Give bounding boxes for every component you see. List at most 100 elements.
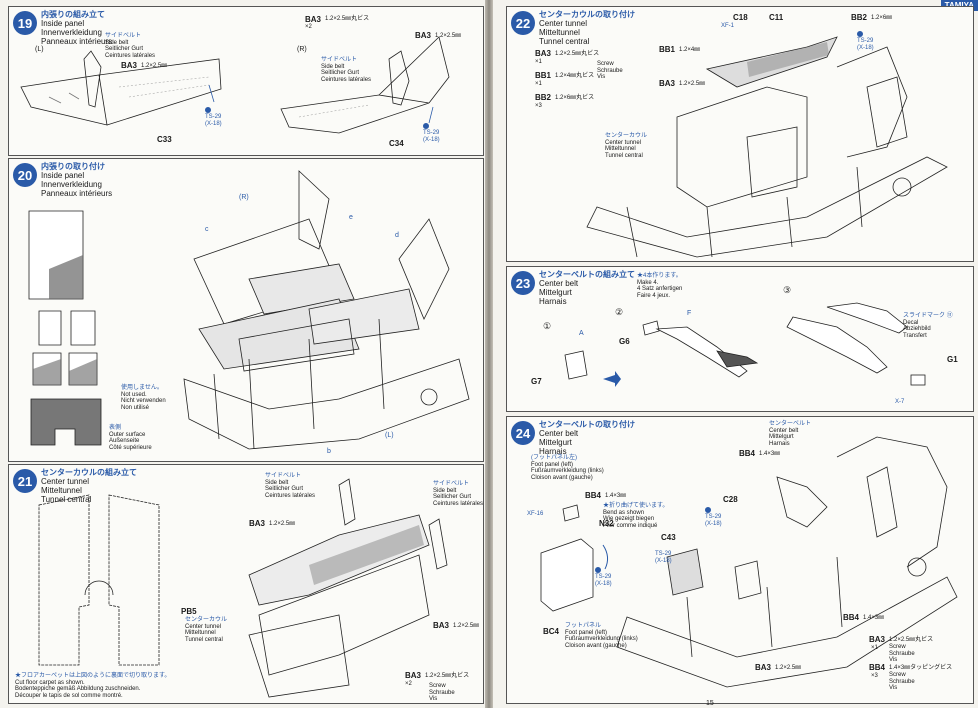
bb1-side: BB1	[659, 45, 676, 54]
part-bc4: BC4	[543, 627, 560, 636]
header-part: BA3	[305, 15, 322, 24]
side-belt-label-left: サイドベルト Side belt Seitlicher Gurt Ceintur…	[105, 33, 156, 59]
step-title: センターカウルの取り付け Center tunnel Mitteltunnel …	[539, 10, 635, 46]
paint-ts29: TS-29 (X-18)	[857, 31, 874, 51]
ba3-bottom-qty: ×2	[405, 681, 412, 687]
bb4-a: BB4	[585, 491, 602, 500]
paint-xf16: XF-16	[527, 511, 544, 517]
header-qty: ×2	[305, 24, 312, 30]
part-g1: G1	[947, 355, 958, 364]
bb4-a-size: 1.4×3㎜	[605, 493, 627, 499]
paint-dot-icon	[705, 507, 711, 513]
paint-ts29-b: TS-29 (X-18)	[655, 551, 672, 564]
ba3-left: BA3	[121, 61, 138, 70]
bb2-top: BB2	[851, 13, 868, 22]
paint-ts29-right: TS-29 (X-18)	[423, 123, 440, 143]
paint-dot-icon	[595, 567, 601, 573]
floor-carpet-note: ★フロアカーペットは上図のように裏面で切り取ります。 Cut floor car…	[15, 673, 171, 699]
step-title: センターベルトの取り付け Center belt Mittelgurt Harn…	[539, 420, 635, 456]
step-19-drawing	[20, 36, 450, 134]
step-23-drawing	[564, 302, 926, 387]
center-tunnel-label: センターカウル Center tunnel Mitteltunnel Tunne…	[605, 133, 648, 159]
side-belt-label-right: サイドベルト Side belt Seitlicher Gurt Ceintur…	[321, 57, 372, 83]
legend-row: BB4 1.4×3㎜タッピングビス ×3 Screw Schraube Vis	[869, 663, 953, 692]
not-used-note: 使用しません。 Not used. Nicht verwenden Non ut…	[121, 385, 166, 411]
paint-dot-icon	[857, 31, 863, 37]
step-22-panel: 22 センターカウルの取り付け Center tunnel Mitteltunn…	[506, 6, 974, 262]
header-size: 1.2×2.5㎜丸ビス	[325, 16, 370, 22]
step-number: 24	[511, 421, 535, 445]
ba3-top-size: 1.2×2.5㎜	[269, 521, 296, 527]
ba3-right: BA3	[415, 31, 432, 40]
step-24-drawing	[540, 436, 958, 688]
step-20-panel: 20 内張りの取り付け Inside panel Innenverkleidun…	[8, 158, 484, 462]
page-number: 15	[706, 700, 714, 707]
ba3-left-size: 1.2×2.5㎜	[141, 63, 168, 69]
part-f: F	[687, 310, 692, 317]
page-gutter	[485, 0, 493, 708]
step-21-drawing	[38, 478, 448, 698]
part-g7: G7	[531, 377, 542, 386]
step-22-drawing	[586, 36, 948, 258]
step-number: 19	[13, 11, 37, 35]
part-c11: C11	[769, 13, 784, 22]
left-label: (L)	[35, 46, 44, 53]
center-belt-label: センターベルト Center belt Mittelgurt Harnais	[769, 421, 812, 447]
step-23-panel: 23 センターベルトの組み立て Center belt Mittelgurt H…	[506, 266, 974, 412]
ba3-bottom-size: 1.2×2.5㎜丸ビス	[425, 673, 470, 679]
step-number: 22	[511, 11, 535, 35]
bb4-top-size: 1.4×3㎜	[759, 451, 781, 457]
step-title: 内張りの取り付け Inside panel Innenverkleidung P…	[41, 162, 113, 198]
part-c33: C33	[157, 135, 172, 144]
brand-logo: TAMIYA	[940, 0, 978, 11]
label-b: b	[327, 448, 331, 455]
label-d: d	[395, 232, 399, 239]
bb4-top: BB4	[739, 449, 756, 458]
c18-paint: XF-1	[721, 23, 735, 29]
center-tunnel-label: センターカウル Center tunnel Mitteltunnel Tunne…	[185, 617, 228, 643]
ba3-side: BA3	[659, 79, 676, 88]
bb4-right: BB4	[843, 613, 860, 622]
part-pb5: PB5	[181, 607, 197, 616]
part-c28: C28	[723, 495, 738, 504]
decal-label: スライドマーク ⑪ Decal Abziehbild Transfert	[903, 313, 953, 339]
step-number: 21	[13, 469, 37, 493]
paint-ts29-c: TS-29 (X-18)	[595, 567, 612, 587]
screw-label: Screw Schraube Vis	[597, 61, 623, 81]
step-title: センターカウルの組み立て Center tunnel Mitteltunnel …	[41, 468, 137, 504]
ba3-top: BA3	[249, 519, 266, 528]
side-belt-label: サイドベルト Side belt Seitlicher Gurt Ceintur…	[265, 473, 316, 499]
paint-ts29-left: TS-29 (X-18)	[205, 107, 222, 127]
ba3-side-size: 1.2×2.5㎜	[679, 81, 706, 87]
ba3-right-size: 1.2×2.5㎜	[453, 623, 480, 629]
ba3-right: BA3	[433, 621, 450, 630]
make-four-note: ★4本作ります。 Make 4. 4 Satz anfertigen Faire…	[637, 273, 683, 299]
part-g6: G6	[619, 337, 630, 346]
screw-legend: BA3 1.2×2.5㎜丸ビス ×1 Screw Schraube Vis BB…	[869, 635, 969, 701]
label-r: (R)	[239, 194, 249, 201]
foot-panel-label: フットパネル Foot panel (left) Fußraumverkleid…	[565, 623, 638, 649]
outer-surface-note: 表側 Outer surface Außenseite Côté supérie…	[109, 425, 152, 451]
sub-step-3: ③	[783, 285, 792, 295]
side-belt-label-right: サイドベルト Side belt Seitlicher Gurt Ceintur…	[433, 481, 484, 507]
sub-step-1: ①	[543, 321, 552, 331]
decal-x7: X-7	[895, 399, 905, 405]
part-c34: C34	[389, 139, 404, 148]
ba3-bottom: BA3	[405, 671, 422, 680]
part-c43: C43	[661, 533, 676, 542]
step-24-panel: 24 センターベルトの取り付け Center belt Mittelgurt H…	[506, 416, 974, 704]
step-number: 23	[511, 271, 535, 295]
paint-dot-icon	[205, 107, 211, 113]
part-c18: C18	[733, 13, 748, 22]
label-c: c	[205, 226, 209, 233]
label-e: e	[349, 214, 353, 221]
step-19-panel: 19 内張りの組み立て Inside panel Innenverkleidun…	[8, 6, 484, 156]
part-n32: N32	[599, 519, 614, 528]
step-20-drawing	[28, 170, 470, 450]
step-title: センターベルトの組み立て Center belt Mittelgurt Harn…	[539, 270, 635, 306]
ba3-bottom: BA3	[755, 663, 772, 672]
part-a: A	[579, 330, 584, 337]
legend-row: BA3 1.2×2.5㎜丸ビス ×1 Screw Schraube Vis	[869, 635, 934, 664]
screw-label: Screw Schraube Vis	[429, 683, 455, 703]
